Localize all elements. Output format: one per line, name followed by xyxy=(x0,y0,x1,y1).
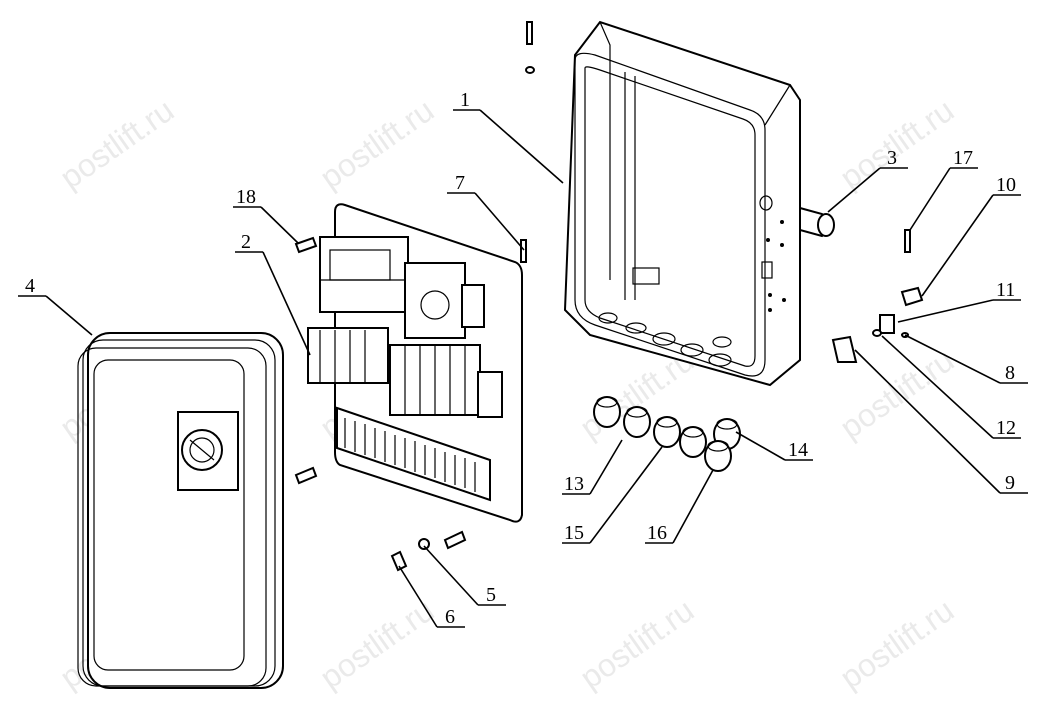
watermark: postlift.ru xyxy=(53,92,180,196)
callout-11: 11 xyxy=(996,279,1015,301)
leader-lines xyxy=(18,109,1028,628)
callout-9: 9 xyxy=(1005,472,1015,494)
watermark: postlift.ru xyxy=(833,592,960,696)
callout-1: 1 xyxy=(460,89,470,111)
side-plug xyxy=(799,206,835,238)
switch-parts xyxy=(831,286,924,363)
callout-7: 7 xyxy=(455,172,465,194)
watermark: postlift.ru xyxy=(313,92,440,196)
callout-8: 8 xyxy=(1005,362,1015,384)
callout-15: 15 xyxy=(564,522,584,544)
watermark: postlift.ru xyxy=(313,592,440,696)
fasteners xyxy=(294,21,911,572)
enclosure-box xyxy=(563,20,801,387)
callout-labels: 1 2 3 4 5 6 7 8 9 10 11 12 13 14 15 16 1… xyxy=(25,89,1016,628)
watermark: postlift.ru xyxy=(573,592,700,696)
callout-4: 4 xyxy=(25,275,35,297)
callout-5: 5 xyxy=(486,584,496,606)
callout-2: 2 xyxy=(241,231,251,253)
callout-3: 3 xyxy=(887,147,897,169)
callout-10: 10 xyxy=(996,174,1016,196)
callout-18: 18 xyxy=(236,186,256,208)
callout-6: 6 xyxy=(445,606,455,628)
callout-12: 12 xyxy=(996,417,1016,439)
callout-17: 17 xyxy=(953,147,973,169)
front-cover xyxy=(77,332,284,689)
callout-13: 13 xyxy=(564,473,584,495)
cable-glands xyxy=(593,396,741,472)
mounting-plate xyxy=(307,203,523,523)
callout-16: 16 xyxy=(647,522,667,544)
callout-14: 14 xyxy=(788,439,808,461)
